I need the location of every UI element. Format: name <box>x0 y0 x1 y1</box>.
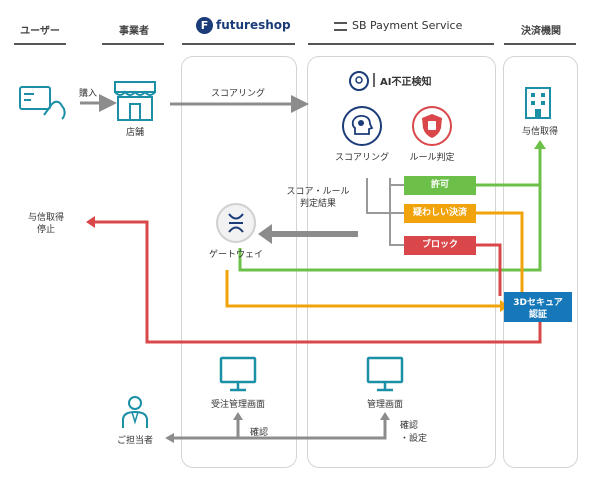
ai-fraud-title: AI不正検知 <box>380 77 432 88</box>
allow-arrowhead <box>534 140 546 149</box>
ai-divider <box>373 73 375 87</box>
scoring-flow-label: スコアリング <box>210 89 265 99</box>
person-icon <box>122 396 148 428</box>
purchase-label: 購入 <box>79 89 98 99</box>
block-arrowhead <box>86 216 95 228</box>
result-arrowhead <box>258 224 272 244</box>
header-user: ユーザー <box>20 26 60 37</box>
confirm-arrowhead <box>165 433 174 443</box>
allow-path-line <box>238 145 542 272</box>
rule-business <box>102 43 164 45</box>
header-settlement: 決済機関 <box>521 26 561 37</box>
building-icon <box>525 87 551 119</box>
credit-stop-line2: 停止 <box>36 225 55 235</box>
status-block: ブロック <box>404 236 476 255</box>
futureshop-wordmark: futureshop <box>216 18 291 32</box>
suspicious-link-line <box>476 211 524 296</box>
ai-head-icon <box>349 71 369 91</box>
person-in-charge-label: ご担当者 <box>116 436 153 446</box>
three-d-secure-box: 3Dセキュア 認証 <box>504 292 572 322</box>
order-mgmt-up-arrowhead <box>233 412 243 420</box>
monitor-icon <box>219 356 257 392</box>
block-path-line <box>92 220 542 344</box>
futureshop-logo-icon: F <box>196 17 213 34</box>
header-futureshop: F futureshop <box>196 16 296 36</box>
rule-sbps <box>308 43 494 45</box>
mgmt-label: 管理画面 <box>366 400 403 410</box>
gateway-label: ゲートウェイ <box>208 250 263 260</box>
result-label-line2: 判定結果 <box>299 199 336 209</box>
rule-bracket-line-2 <box>389 178 404 246</box>
sbps-logo-icon <box>334 22 347 31</box>
rule-user <box>14 43 66 45</box>
rule-futureshop <box>182 43 295 45</box>
rule-shield-icon <box>412 106 452 146</box>
rule-bracket-line <box>366 178 404 214</box>
credit-acquire-label: 与信取得 <box>521 127 558 137</box>
scoring-head-icon <box>342 106 382 146</box>
credit-stop-line1: 与信取得 <box>27 213 64 223</box>
gateway-icon <box>216 203 256 243</box>
status-allow: 許可 <box>404 176 476 195</box>
sbps-wordmark: SB Payment Service <box>352 19 463 32</box>
suspicious-path-line <box>225 270 504 308</box>
three-d-secure-line2: 認証 <box>528 310 547 320</box>
monitor-icon <box>366 356 404 392</box>
panel-sbps <box>307 56 496 468</box>
order-mgmt-label: 受注管理画面 <box>210 400 265 410</box>
confirm-arrow-line <box>171 416 387 440</box>
header-business: 事業者 <box>119 26 149 37</box>
scoring-label: スコアリング <box>334 153 389 163</box>
header-sbps: SB Payment Service <box>334 18 484 36</box>
rule-settlement <box>504 43 576 45</box>
status-suspicious: 疑わしい決済 <box>404 204 476 223</box>
confirm-settings-line2: ・設定 <box>400 434 428 444</box>
card-hand-icon <box>19 86 66 120</box>
confirm-label: 確認 <box>250 428 269 438</box>
confirm-settings-line1: 確認 <box>400 421 419 431</box>
mgmt-up-arrowhead <box>380 412 390 420</box>
store-label: 店舗 <box>125 128 144 138</box>
three-d-secure-line1: 3Dセキュア <box>513 298 563 308</box>
block-link-line <box>476 243 502 296</box>
rule-judgement-label: ルール判定 <box>409 153 455 163</box>
storefront-icon <box>114 81 156 121</box>
result-label-line1: スコア・ルール <box>286 187 350 197</box>
